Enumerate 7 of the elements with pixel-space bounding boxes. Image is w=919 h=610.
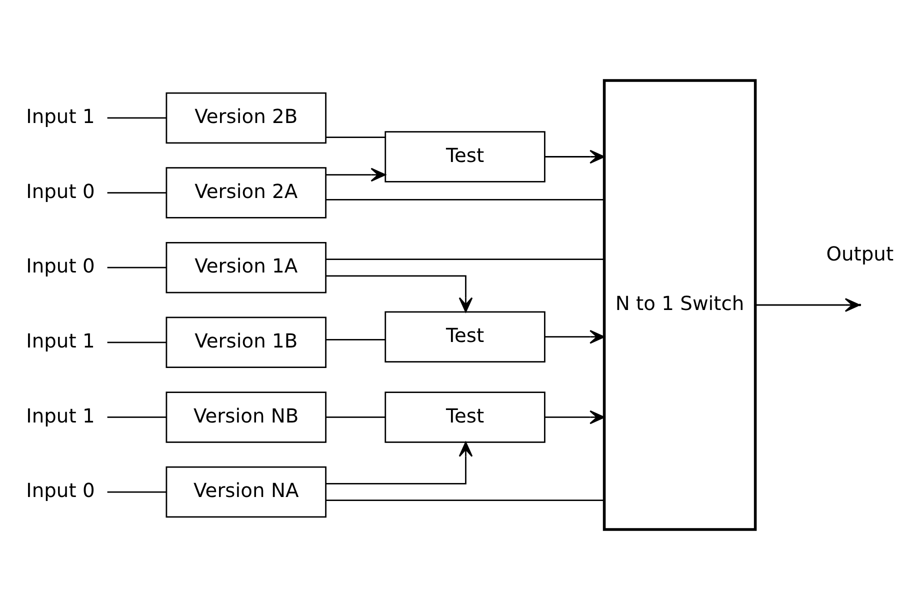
node-text: Input 0	[26, 479, 95, 502]
node-text: Input 1	[26, 404, 95, 428]
node-text: Input 0	[26, 180, 95, 203]
node-text: Input 0	[26, 254, 95, 278]
label: Output	[826, 242, 894, 266]
node-text: Input 1	[26, 105, 95, 128]
node-text: Input 1	[26, 330, 95, 353]
